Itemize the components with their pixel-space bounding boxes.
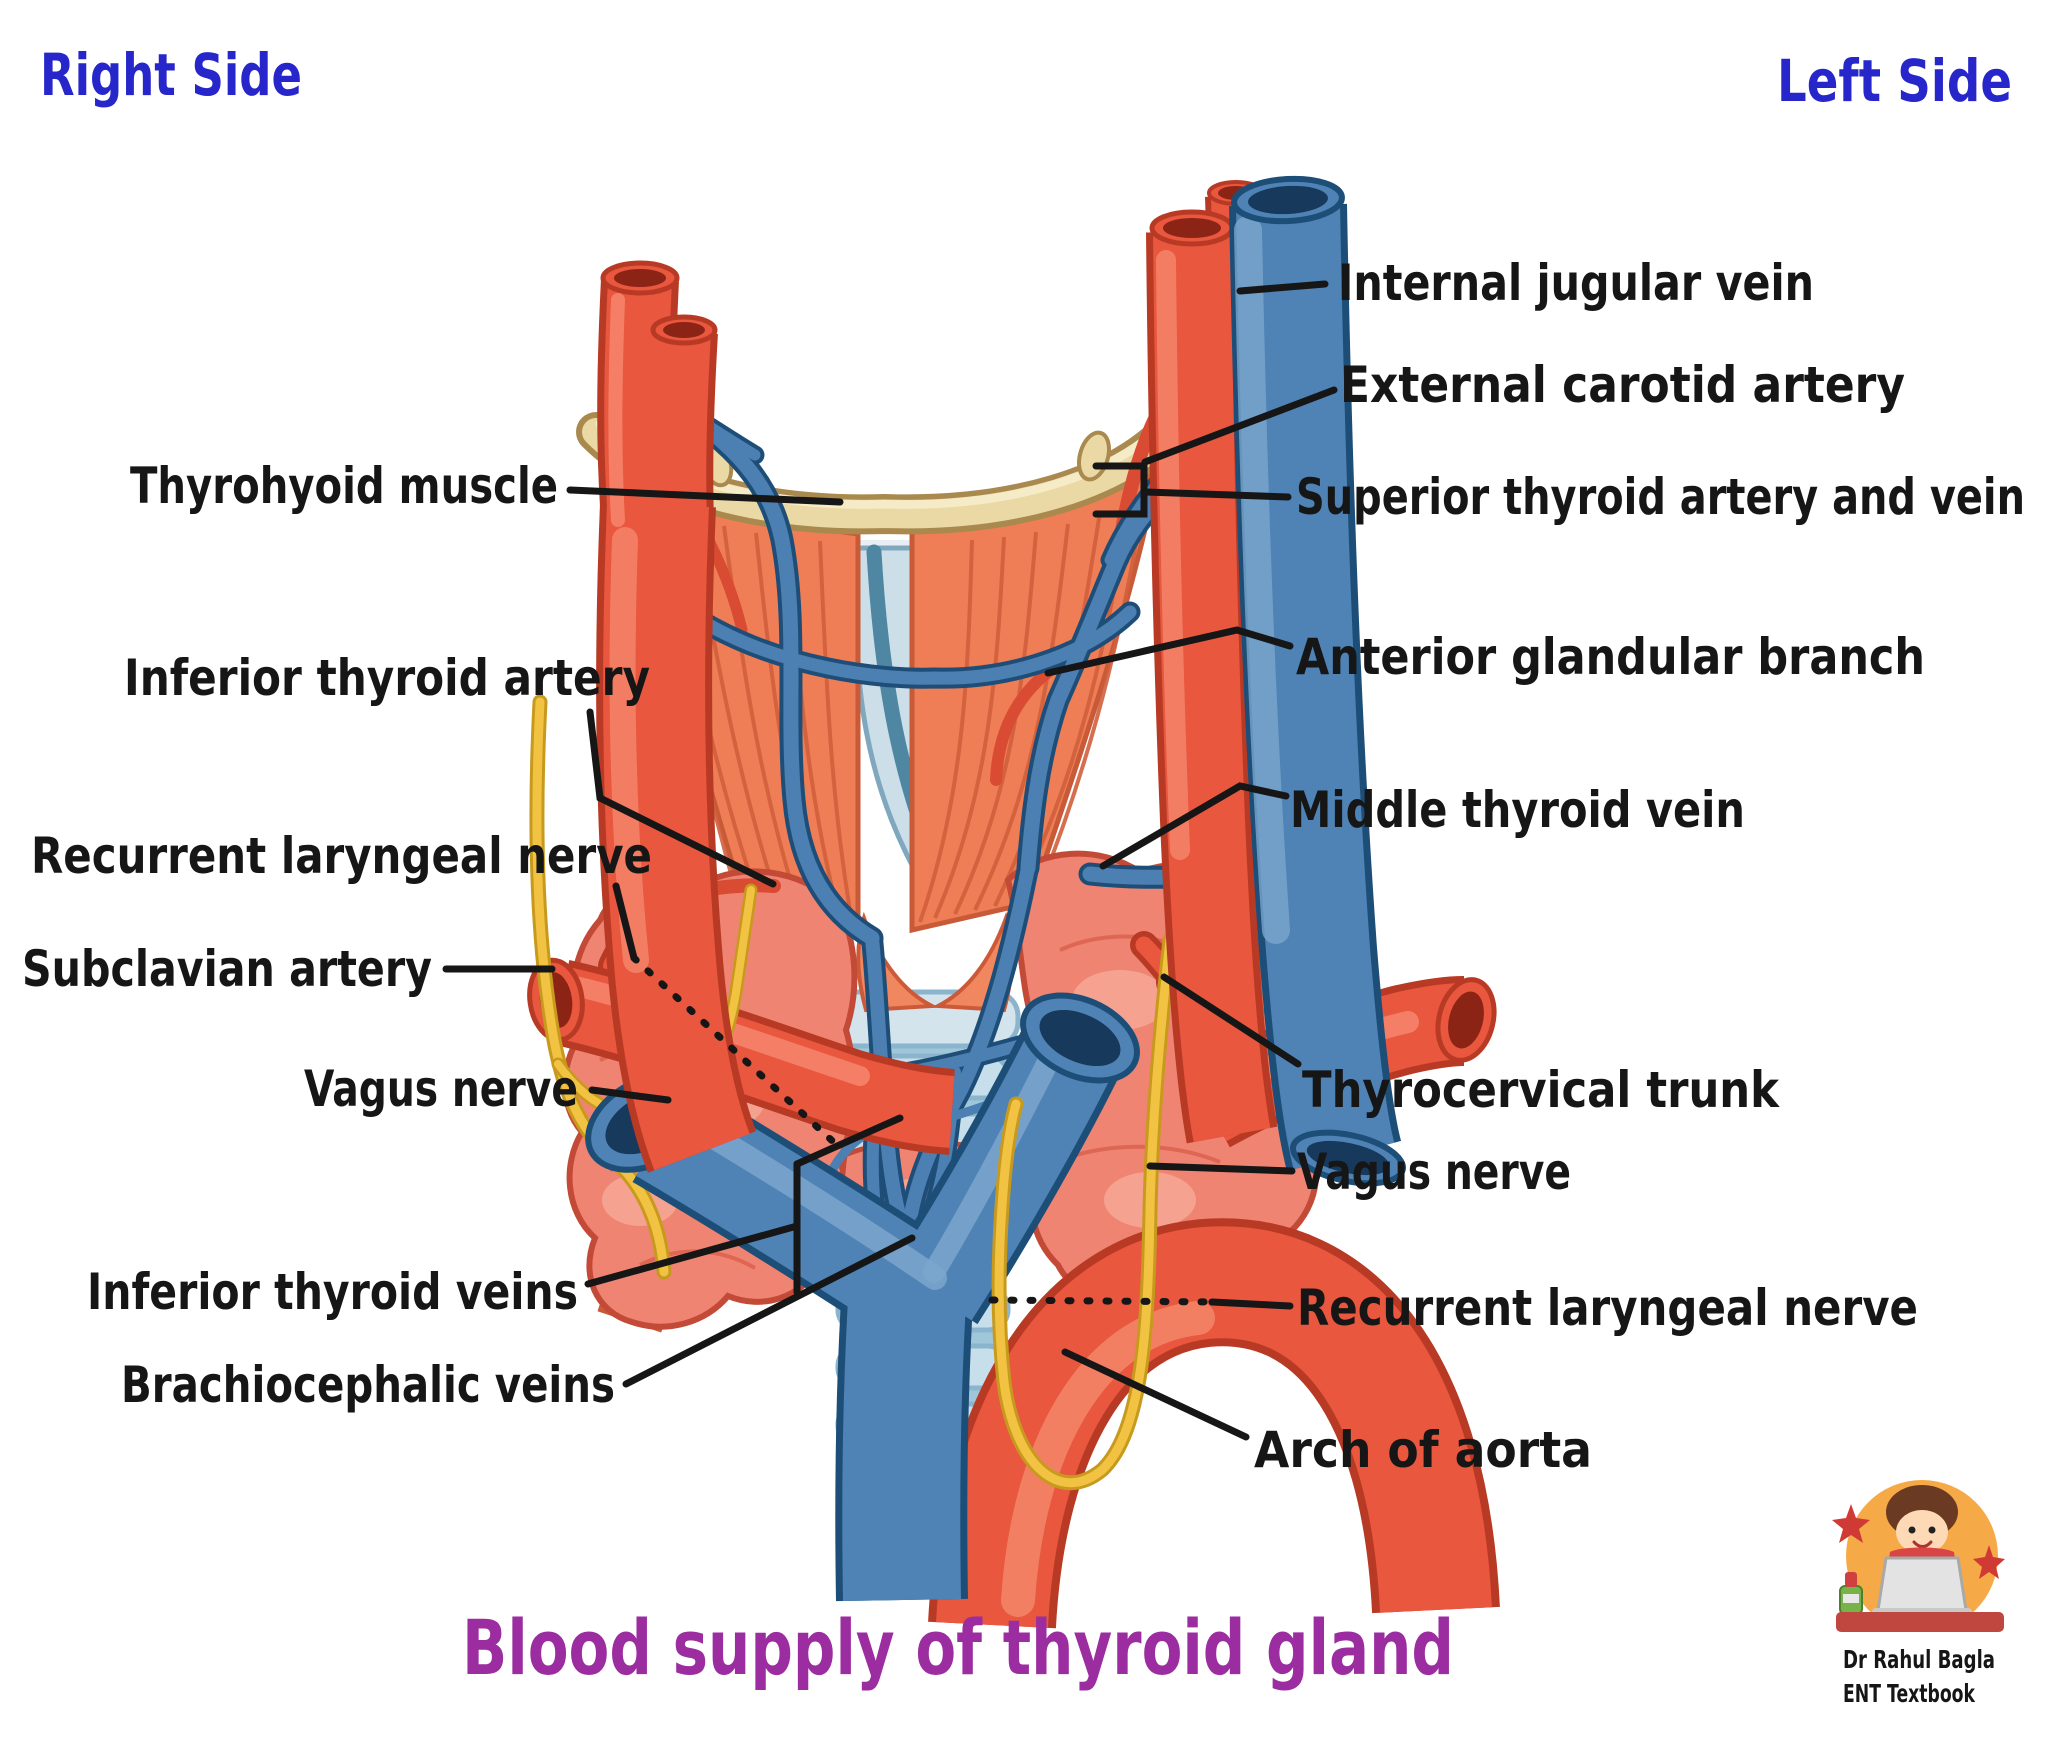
common-carotid-left [596,260,757,1173]
leader-thyrohyoid-muscle [566,486,844,506]
anatomy-illustration [527,175,1500,1629]
desk [1836,1612,2004,1632]
label-thyrocervical-trunk: Thyrocervical trunk [1302,1061,1781,1119]
recurrent-laryngeal-nerve-right-vessel [994,935,1175,1488]
leader-vagus-nerve-left [588,1086,672,1104]
laptop-icon [1876,1556,1968,1612]
leader-superior-thyroid [1142,488,1292,501]
boy-face [1896,1510,1948,1554]
bottle-cap [1845,1572,1857,1587]
boy-eye [1908,1526,1916,1534]
label-external-carotid-artery: External carotid artery [1340,356,1905,414]
label-recurrent-laryngeal-nerve-right: Recurrent laryngeal nerve [1297,1279,1918,1337]
label-superior-thyroid-artery-and-vein: Superior thyroid artery and vein [1296,468,2025,526]
label-recurrent-laryngeal-nerve-left: Recurrent laryngeal nerve [31,827,652,885]
star-icon [1973,1545,2005,1579]
leader-arch-of-aorta [1061,1348,1250,1441]
label-subclavian-artery: Subclavian artery [22,940,432,998]
leader-middle-thyroid-vein [1099,782,1290,870]
leader-recurrent-laryngeal-nerve-left [612,882,638,962]
leader-thyrocervical-trunk [1160,973,1302,1068]
leader-superior-thyroid-bracket [1092,462,1148,518]
star-icon [1832,1504,1870,1543]
leader-dotted-rln-left [630,954,844,1152]
credit-book: ENT Textbook [1843,1679,1976,1708]
leader-external-carotid-artery [1141,386,1338,466]
label-anterior-glandular-branch: Anterior glandular branch [1296,628,1925,686]
page-title: Blood supply of thyroid gland [462,1603,1454,1692]
leader-dotted-rln-right [988,1296,1216,1306]
label-internal-jugular-vein: Internal jugular vein [1338,254,1814,312]
label-inferior-thyroid-veins: Inferior thyroid veins [87,1263,578,1321]
leader-vagus-nerve-right [1146,1162,1296,1175]
labels: Thyrohyoid muscle Inferior thyroid arter… [22,254,2025,1479]
label-vagus-nerve-left: Vagus nerve [304,1060,578,1118]
internal-jugular-vein-vessel [1229,175,1406,1187]
label-vagus-nerve-right: Vagus nerve [1297,1143,1571,1201]
label-inferior-thyroid-artery: Inferior thyroid artery [124,649,650,707]
leader-bracket-veins-tick [793,1114,904,1168]
header-right-side: Right Side [40,41,302,109]
leader-internal-jugular-vein [1236,280,1329,295]
label-arch-of-aorta: Arch of aorta [1254,1421,1592,1479]
label-brachiocephalic-veins: Brachiocephalic veins [121,1356,615,1414]
vagus-nerve-right-vessel [991,932,1178,1491]
leader-inferior-thyroid-artery [586,708,777,888]
leader-recurrent-laryngeal-nerve-right [1208,1298,1294,1310]
label-middle-thyroid-vein: Middle thyroid vein [1290,781,1745,839]
bottle-label [1843,1594,1859,1603]
leader-brachiocephalic-veins [622,1234,916,1388]
label-thyrohyoid-muscle: Thyrohyoid muscle [130,457,558,515]
leader-inferior-thyroid-veins [584,1222,801,1288]
credit-name: Dr Rahul Bagla [1843,1645,1995,1674]
leader-lines [442,280,1338,1441]
ent-textbook-logo: Dr Rahul Bagla ENT Textbook [1832,1480,2005,1708]
boy-smile [1912,1540,1933,1548]
leader-anterior-glandular-branch [1044,626,1294,677]
header-left-side: Left Side [1777,47,2012,115]
boy-eye [1928,1526,1936,1534]
